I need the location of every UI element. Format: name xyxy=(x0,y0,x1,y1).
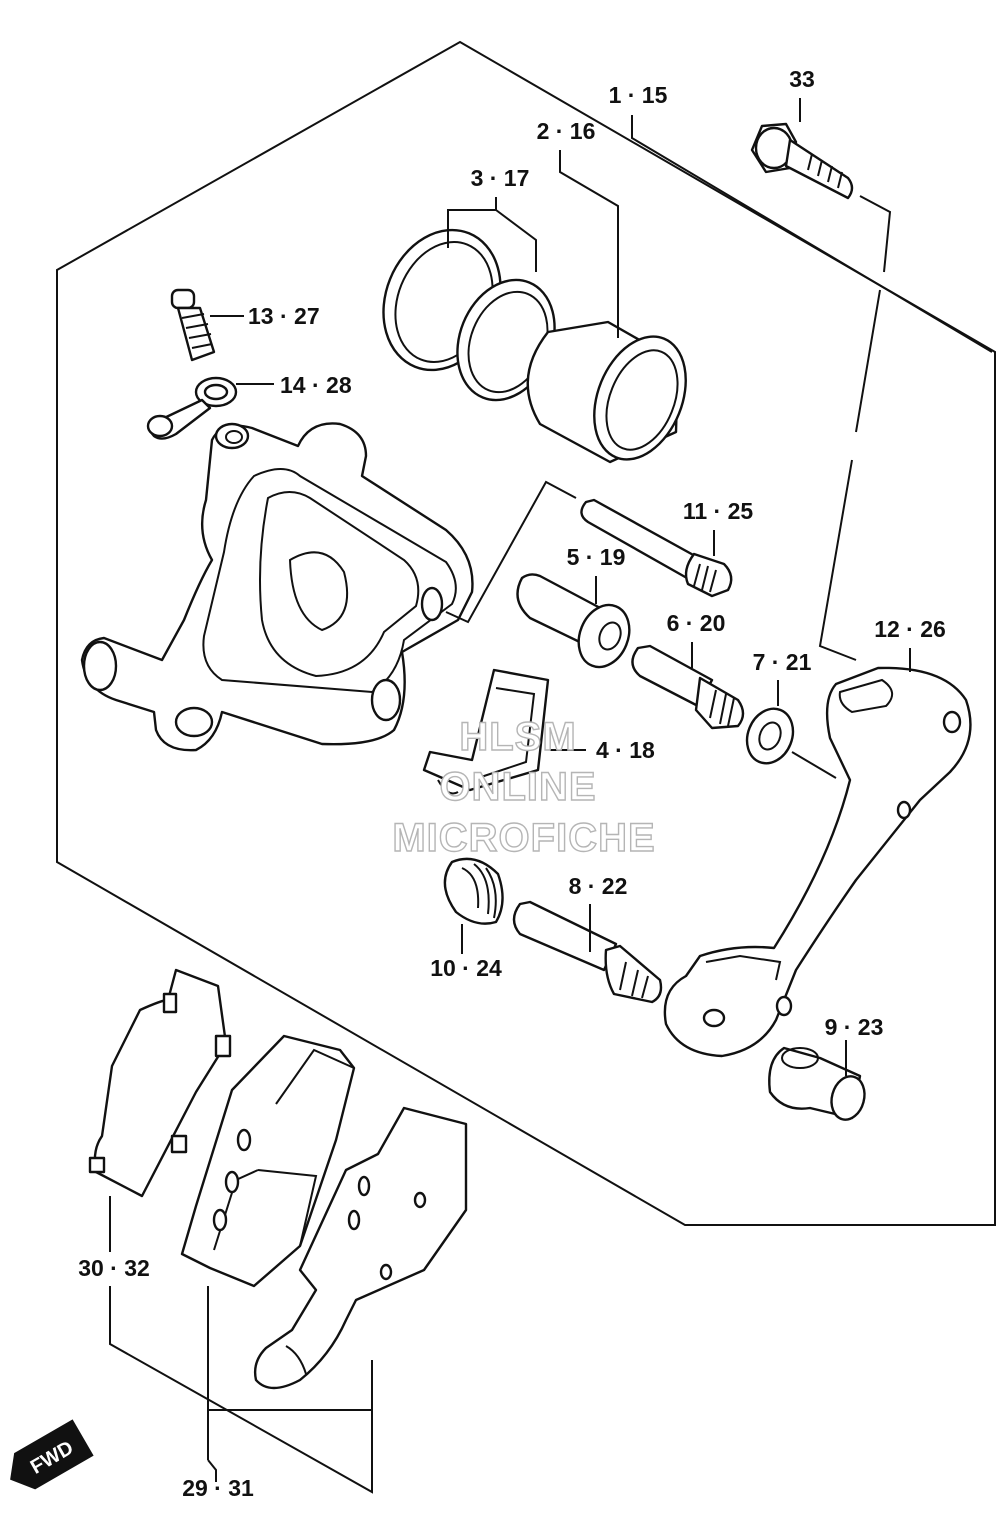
fwd-arrow-icon: FWD xyxy=(10,1419,94,1490)
callout-flange-bolt: 33 xyxy=(789,66,815,92)
callout-boot: 10 · 24 xyxy=(430,955,502,981)
callout-piston: 1 · 15 xyxy=(609,82,668,108)
part-washer xyxy=(745,707,795,765)
callout-bracket-sleeve: 9 · 23 xyxy=(825,1014,884,1040)
callout-piston-seal: 3 · 17 xyxy=(471,165,530,191)
callout-pad-spring: 4 · 18 xyxy=(596,737,655,763)
part-pad-shim xyxy=(88,968,232,1198)
part-slide-pin-upper xyxy=(580,498,733,598)
part-pin-sleeve xyxy=(516,573,631,669)
callout-slide-pin-upper: 11 · 25 xyxy=(683,498,754,524)
part-slide-pin-lower xyxy=(512,900,663,1004)
part-bleeder-cap xyxy=(146,376,238,440)
callout-dust-seal: 2 · 16 xyxy=(537,118,596,144)
watermark: HLSM ONLINE MICROFICHE xyxy=(392,714,656,860)
callout-pad-shim: 30 · 32 xyxy=(78,1255,150,1281)
part-caliper-body xyxy=(80,422,474,752)
leader-lines xyxy=(109,98,993,1494)
callout-pin-sleeve: 5 · 19 xyxy=(567,544,626,570)
watermark-line-3: MICROFICHE xyxy=(392,816,655,860)
part-pad-spring xyxy=(422,668,550,795)
part-piston xyxy=(526,320,687,464)
watermark-line-2: ONLINE xyxy=(439,765,596,809)
part-pad-backing-plate xyxy=(253,1106,468,1390)
assembly-boundary xyxy=(56,40,996,1226)
watermark-line-1: HLSM xyxy=(459,715,576,759)
callout-caliper-bracket: 12 · 26 xyxy=(874,616,946,642)
callout-labels: 1 · 15 2 · 16 3 · 17 33 13 · 27 14 · 28 … xyxy=(78,66,946,1501)
part-boot xyxy=(443,857,504,925)
callout-washer: 7 · 21 xyxy=(753,649,812,675)
callout-slide-pin-middle: 6 · 20 xyxy=(667,610,726,636)
part-brake-pads xyxy=(180,1034,356,1288)
part-flange-bolt xyxy=(750,122,854,200)
part-caliper-bracket xyxy=(663,666,972,1058)
callout-slide-pin-lower: 8 · 22 xyxy=(569,873,628,899)
part-slide-pin-middle xyxy=(631,644,745,730)
callout-bleeder-screw: 13 · 27 xyxy=(248,303,320,329)
part-bleeder-screw xyxy=(170,288,216,362)
callout-brake-pads: 29 · 31 xyxy=(182,1475,254,1501)
part-bracket-sleeve xyxy=(768,1046,866,1121)
callout-bleeder-cap: 14 · 28 xyxy=(280,372,352,398)
